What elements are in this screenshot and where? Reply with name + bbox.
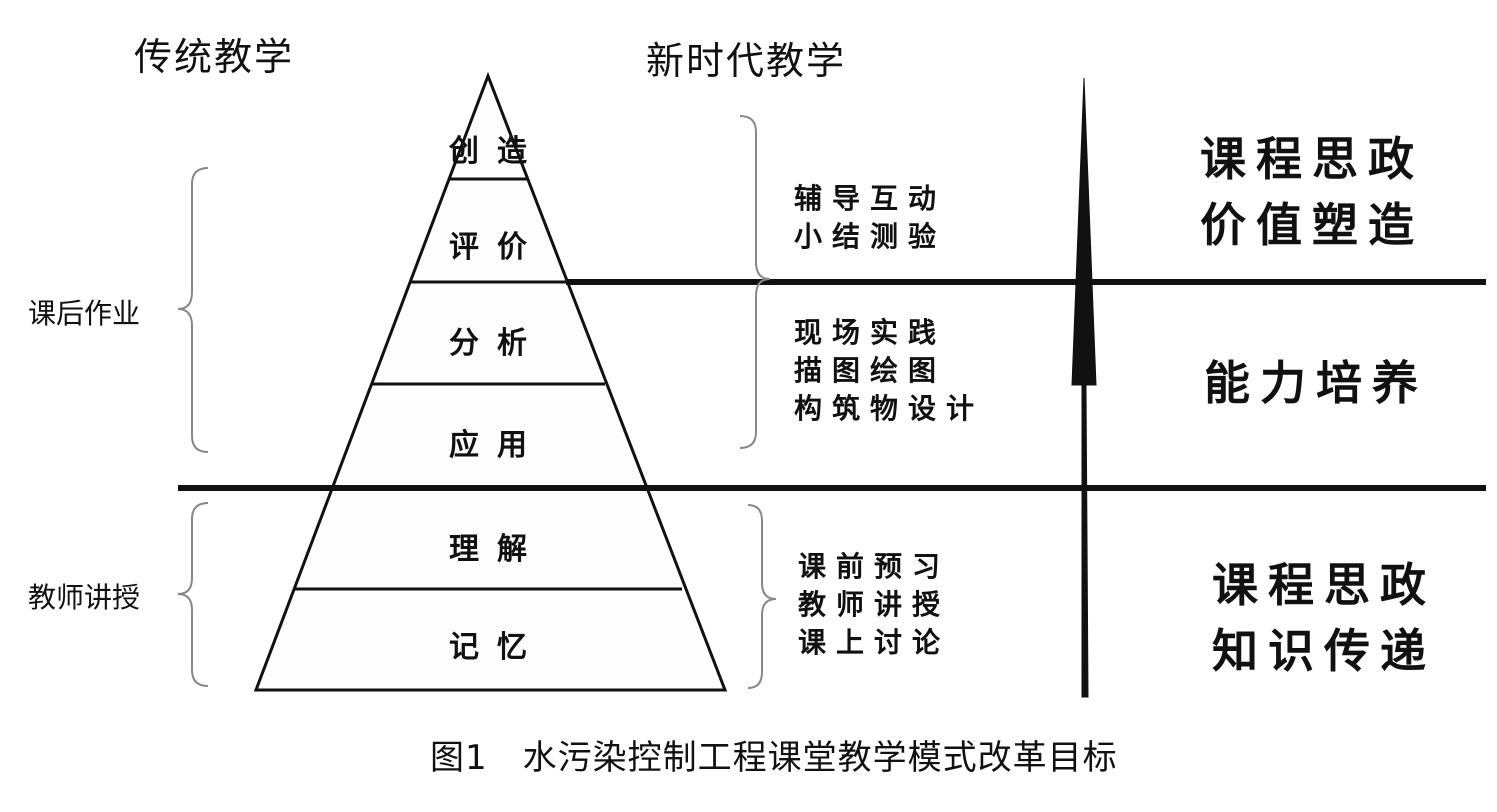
activity-item: 课前预习 (798, 550, 951, 583)
activities-upper-brace (739, 115, 771, 449)
lecture-brace (177, 502, 209, 687)
activities-bottom: 课前预习 教师讲授 课上讨论 (798, 548, 950, 662)
activity-item: 小结测验 (794, 220, 947, 253)
activities-middle: 现场实践 描图绘图 构筑物设计 (794, 314, 984, 428)
goals-top: 课程思政 价值塑造 (1200, 126, 1424, 258)
goals-bottom: 课程思政 知识传递 (1212, 552, 1436, 684)
goal-line: 课程思政 (1212, 558, 1436, 612)
activity-item: 现场实践 (794, 316, 947, 349)
level-understand: 理解 (449, 532, 545, 567)
activities-lower-brace (747, 504, 777, 689)
goal-line: 知识传递 (1212, 624, 1436, 678)
goal-line: 能力培养 (1204, 356, 1428, 410)
level-apply: 应用 (449, 428, 545, 463)
traditional-teaching-heading: 传统教学 (134, 35, 295, 79)
new-era-teaching-heading: 新时代教学 (646, 39, 847, 83)
homework-brace (177, 167, 209, 453)
activity-item: 辅导互动 (794, 182, 947, 215)
level-analyze: 分析 (449, 326, 545, 361)
activity-item: 构筑物设计 (794, 392, 985, 425)
upward-arrow (1071, 77, 1097, 698)
level-evaluate: 评价 (449, 230, 545, 265)
lecture-label: 教师讲授 (28, 581, 141, 614)
goal-line: 课程思政 (1200, 132, 1424, 186)
level-remember: 记忆 (449, 630, 545, 665)
activity-item: 描图绘图 (794, 354, 947, 387)
goals-middle: 能力培养 (1204, 350, 1428, 416)
homework-label: 课后作业 (28, 297, 141, 330)
activity-item: 教师讲授 (798, 588, 951, 621)
figure-caption: 图1 水污染控制工程课堂教学模式改革目标 (430, 738, 1118, 778)
goal-line: 价值塑造 (1200, 198, 1424, 252)
activities-top: 辅导互动 小结测验 (794, 180, 946, 256)
level-create: 创造 (449, 134, 545, 169)
activity-item: 课上讨论 (798, 626, 951, 659)
